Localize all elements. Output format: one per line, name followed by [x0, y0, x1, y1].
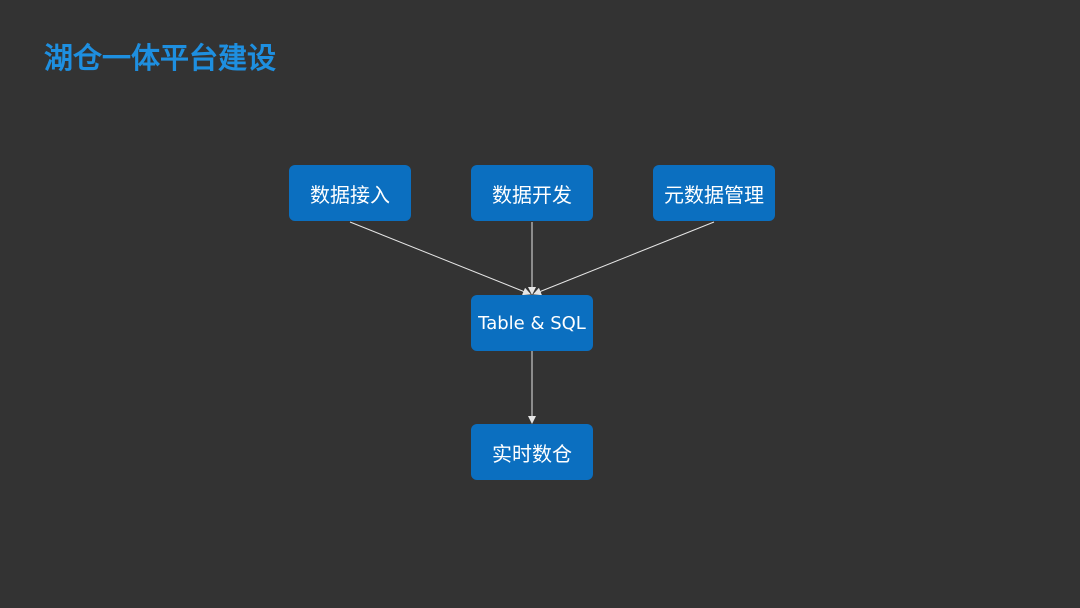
node-table-sql: Table & SQL [471, 295, 593, 351]
node-data-develop: 数据开发 [471, 165, 593, 221]
edge-ingest-to-table-sql [349, 221, 531, 296]
page-title: 湖仓一体平台建设 [44, 41, 277, 75]
node-metadata-management: 元数据管理 [653, 165, 775, 221]
edge-metadata-to-table-sql [533, 221, 715, 296]
node-realtime-dw: 实时数仓 [471, 424, 593, 480]
node-data-ingest: 数据接入 [289, 165, 411, 221]
